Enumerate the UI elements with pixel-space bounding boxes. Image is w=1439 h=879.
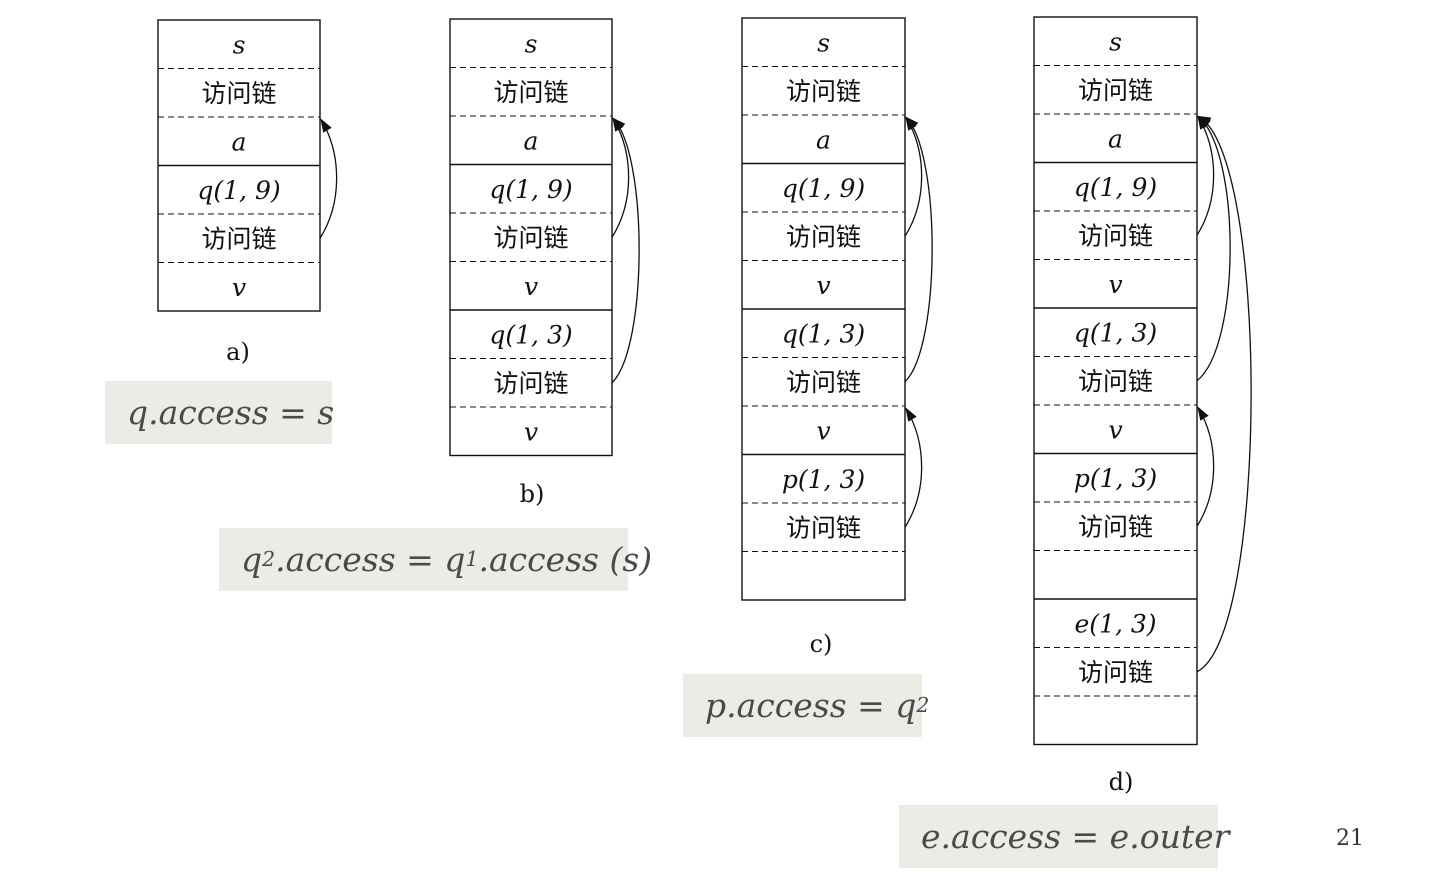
formula-b-tail: .access (s): [478, 540, 653, 579]
cell-label: q(1, 3): [489, 320, 572, 349]
cell-label: 访问链: [1078, 221, 1153, 250]
cell-label: 访问链: [1078, 512, 1153, 541]
cell-label: 访问链: [493, 78, 568, 107]
cell-label: a: [232, 127, 247, 156]
formula-c-text: p.access = q: [705, 686, 917, 725]
stack-1: s 访问链 a q(1, 9) 访问链 v a): [157, 19, 338, 366]
formula-b-mid: .access = q: [275, 540, 466, 579]
stack-3: s 访问链 a q(1, 9) 访问链 v q(1, 3) 访问链 v p(1, 3) 访问链 c): [741, 17, 933, 658]
cell-label: s: [525, 29, 538, 58]
formula-b-sub2: 2: [262, 547, 276, 572]
cell-label: v: [524, 417, 538, 446]
cell-label: v: [816, 416, 830, 445]
stack-caption: c): [810, 630, 833, 658]
cell-label: q(1, 9): [1074, 173, 1157, 202]
cell-label: v: [1108, 270, 1122, 299]
cell-label: a: [1108, 124, 1123, 153]
access-link-arrow: [1196, 115, 1231, 382]
cell-label: v: [816, 271, 830, 300]
cell-label: 访问链: [786, 513, 861, 542]
formula-a: q.access = s: [105, 381, 335, 444]
cell-label: p(1, 3): [1074, 464, 1157, 493]
access-link-arrow: [904, 407, 923, 528]
cell-label: 访问链: [201, 79, 276, 108]
access-link-arrow: [1196, 115, 1215, 236]
stack-caption: a): [226, 338, 250, 366]
access-link-arrow: [1196, 115, 1252, 673]
access-link-arrow: [611, 117, 630, 238]
cell-label: p(1, 3): [782, 465, 865, 494]
formula-b-sub1: 1: [465, 547, 479, 572]
cell-label: s: [1109, 27, 1122, 56]
cell-label: 访问链: [493, 223, 568, 252]
access-link-arrow: [611, 117, 640, 384]
cell-label: s: [233, 30, 246, 59]
access-link-arrow: [319, 118, 338, 239]
cell-label: s: [817, 28, 830, 57]
cell-label: 访问链: [786, 77, 861, 106]
cell-label: 访问链: [1078, 76, 1153, 105]
formula-d-text: e.access = e.outer: [921, 817, 1230, 856]
stack-4: s 访问链 a q(1, 9) 访问链 v q(1, 3) 访问链 v p(1, 3) 访问链 e(1…: [1033, 16, 1252, 796]
cell-label: v: [524, 272, 538, 301]
cell-label: q(1, 9): [782, 174, 865, 203]
formula-c-sub: 2: [916, 693, 930, 718]
cell-label: q(1, 3): [782, 319, 865, 348]
cell-label: 访问链: [786, 368, 861, 397]
access-link-arrow: [904, 116, 923, 237]
page-number: 21: [1336, 826, 1364, 851]
stack-2: s 访问链 a q(1, 9) 访问链 v q(1, 3) 访问链 v b): [449, 18, 640, 508]
formula-b-q: q: [241, 540, 263, 579]
cell-label: q(1, 3): [1074, 318, 1157, 347]
cell-label: a: [816, 125, 831, 154]
cell-label: a: [524, 126, 539, 155]
cell-label: 访问链: [1078, 367, 1153, 396]
access-link-arrow: [904, 116, 933, 383]
cell-label: 访问链: [786, 222, 861, 251]
cell-label: 访问链: [493, 369, 568, 398]
cell-label: e(1, 3): [1074, 609, 1156, 638]
access-link-arrow: [1196, 406, 1215, 527]
cell-label: 访问链: [1078, 658, 1153, 687]
formula-d: e.access = e.outer: [899, 805, 1229, 868]
cell-label: v: [1108, 415, 1122, 444]
stack-caption: d): [1109, 768, 1134, 796]
cell-label: v: [232, 273, 246, 302]
cell-label: q(1, 9): [197, 176, 280, 205]
cell-label: q(1, 9): [489, 175, 572, 204]
cell-label: 访问链: [201, 224, 276, 253]
formula-a-text: q.access = s: [127, 393, 335, 432]
stack-caption: b): [520, 480, 545, 508]
